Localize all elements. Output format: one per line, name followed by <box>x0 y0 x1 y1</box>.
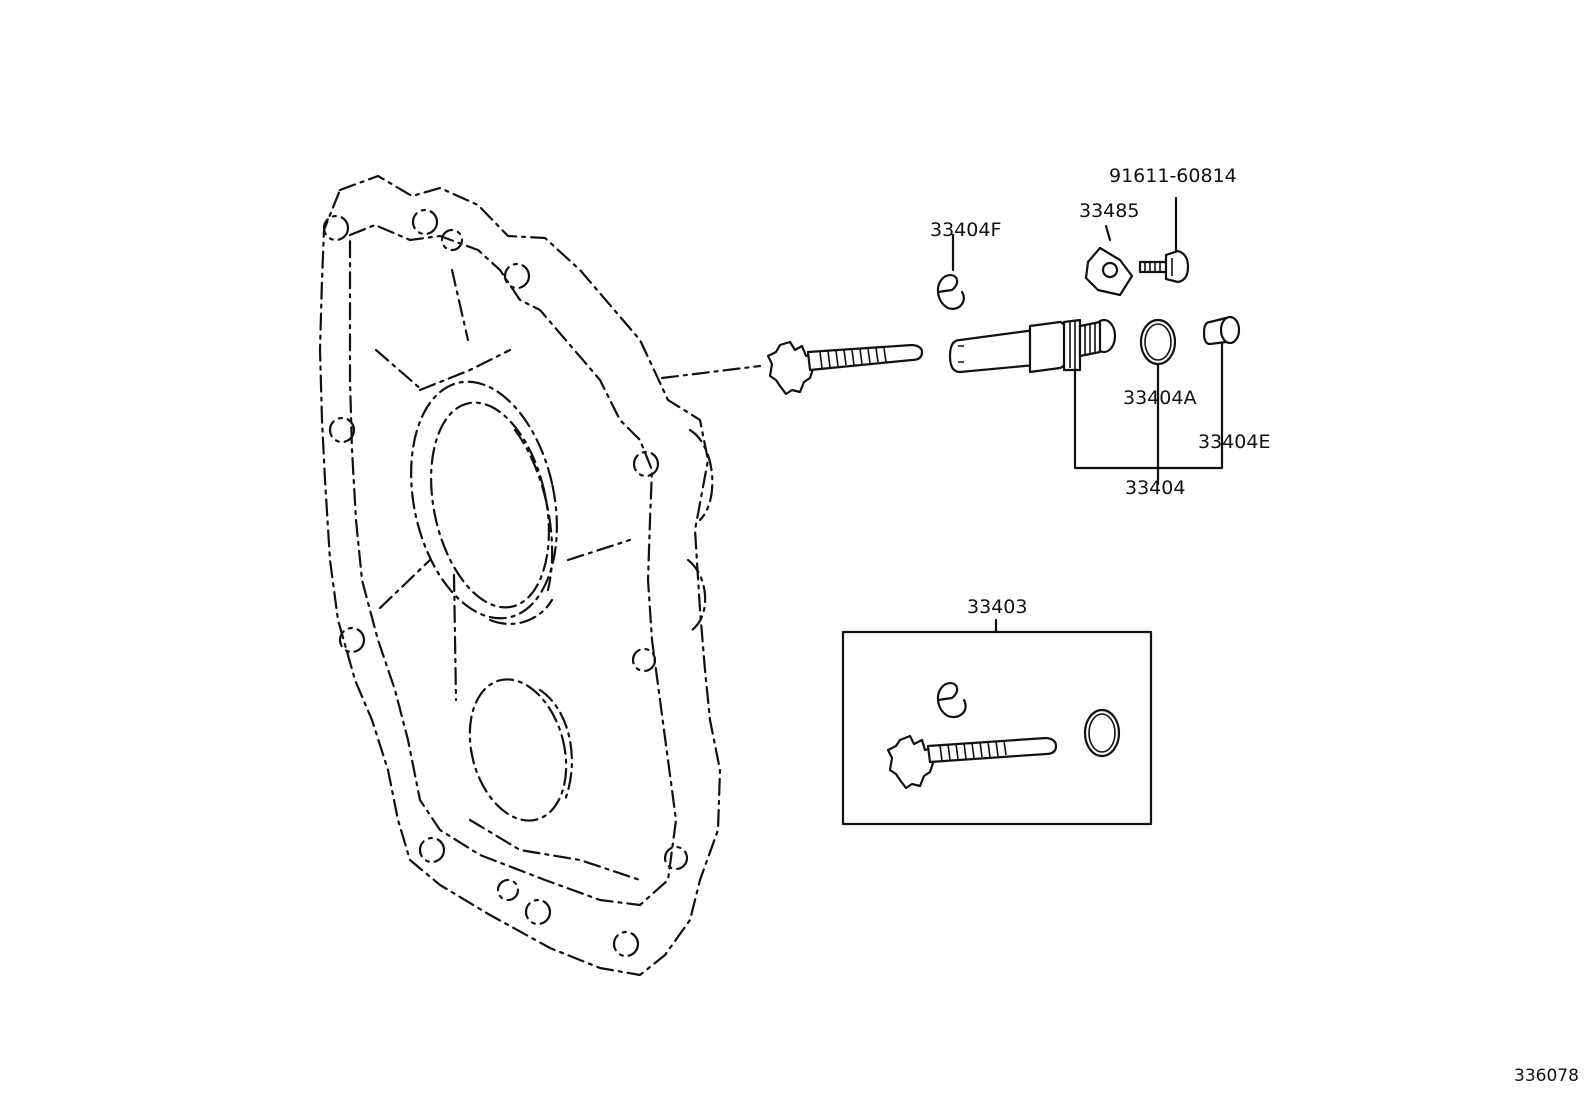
e-clip-33404F <box>936 274 965 310</box>
o-ring-kit-inner <box>1088 713 1116 753</box>
illustration-id: 336078 <box>1514 1066 1579 1086</box>
case-bearing-bore <box>410 380 558 625</box>
label-33404F: 33404F <box>930 219 1001 241</box>
e-clip-kit <box>936 682 967 719</box>
case-small-bore <box>468 678 573 822</box>
retainer-plate-33485 <box>1084 224 1134 297</box>
case-bolt-bosses <box>322 208 689 958</box>
speedometer-sleeve <box>948 318 1117 374</box>
case-cover-outline <box>318 174 722 977</box>
case-to-gear-leader <box>660 364 762 380</box>
label-33403: 33403 <box>967 596 1027 618</box>
o-ring-33404A <box>1139 318 1177 366</box>
bolt-91611-60814 <box>1138 196 1190 284</box>
driven-gear-kit <box>886 734 1058 790</box>
o-ring-33404A-inner <box>1144 323 1172 361</box>
label-33404E: 33404E <box>1198 431 1270 453</box>
o-ring-kit <box>1083 708 1121 758</box>
label-91611-60814: 91611-60814 <box>1109 165 1237 187</box>
label-33485: 33485 <box>1079 200 1139 222</box>
leaders-33404 <box>1073 342 1224 486</box>
label-33404A: 33404A <box>1123 387 1196 409</box>
plug-33404E <box>1202 315 1241 346</box>
label-33404: 33404 <box>1125 477 1185 499</box>
kit-33403-box <box>841 618 1153 826</box>
case-ribs <box>374 268 642 882</box>
driven-gear-upper <box>766 340 924 396</box>
